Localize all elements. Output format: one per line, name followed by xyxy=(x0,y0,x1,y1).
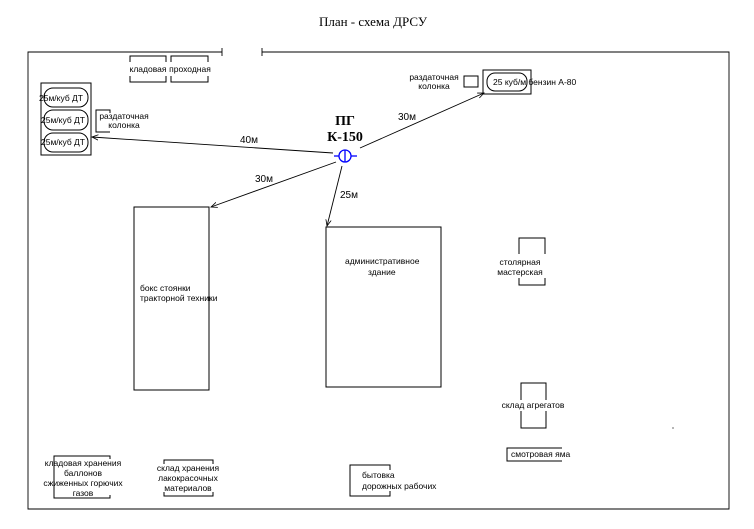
label: колонка xyxy=(108,120,140,130)
label: склад хранения xyxy=(157,463,220,473)
label: бокс стоянки xyxy=(140,283,191,293)
label: 25 куб/м бензин А-80 xyxy=(493,77,577,87)
diesel-tanks: 25м/куб ДТ 25м/куб ДТ 25м/куб ДТ xyxy=(39,82,92,156)
label: смотровая яма xyxy=(511,449,571,459)
dispenser-left: раздаточная колонка xyxy=(95,109,149,133)
label: тракторной техники xyxy=(140,293,218,303)
label: сжиженных горючих xyxy=(43,478,123,488)
label: колонка xyxy=(418,81,450,91)
label: ПГ xyxy=(335,114,355,129)
units-store: склад агрегатов xyxy=(502,382,565,429)
tractor-parking-box: бокс стоянки тракторной техники xyxy=(133,206,218,391)
label: баллонов xyxy=(64,468,103,478)
storeroom: кладовая xyxy=(129,55,167,83)
workers-room: бытовка дорожных рабочих xyxy=(349,464,437,497)
label: мастерская xyxy=(497,267,543,277)
petrol-tank: 25 куб/м бензин А-80 xyxy=(482,69,577,95)
label: раздаточная xyxy=(99,111,149,121)
fire-hydrant-pg-k150: ПГ К-150 xyxy=(327,114,363,163)
gas-cylinder-store: кладовая хранения баллонов сжиженных гор… xyxy=(43,455,123,499)
label: кладовая хранения xyxy=(45,458,122,468)
dispenser-right: раздаточная колонка xyxy=(409,72,479,91)
label: дорожных рабочих xyxy=(362,481,437,491)
line-to-dt xyxy=(92,137,334,154)
dist-admin: 25м xyxy=(340,190,358,201)
dist-box: 30м xyxy=(255,174,273,185)
label: газов xyxy=(73,488,94,498)
label: столярная xyxy=(500,257,541,267)
checkpoint: проходная xyxy=(169,55,211,83)
label: здание xyxy=(368,267,396,277)
dt-tank-2: 25м/куб ДТ xyxy=(41,115,85,125)
line-to-box xyxy=(211,161,337,207)
admin-building: административное здание xyxy=(325,226,442,388)
label: проходная xyxy=(169,64,211,74)
dot-mark xyxy=(672,427,674,429)
plan-title: План - схема ДРСУ xyxy=(319,14,428,29)
dist-dt: 40м xyxy=(240,135,258,146)
label: лакокрасочных xyxy=(158,473,219,483)
label: кладовая xyxy=(130,64,167,74)
dt-tank-3: 25м/куб ДТ xyxy=(41,137,85,147)
site-fence xyxy=(27,48,730,510)
inspection-pit: смотровая яма xyxy=(506,447,571,462)
label: раздаточная xyxy=(409,72,459,82)
dist-petrol: 30м xyxy=(398,112,416,123)
distance-lines: 40м 30м 25м 30м xyxy=(92,93,484,226)
carpentry-workshop: столярная мастерская xyxy=(497,237,546,286)
label: административное xyxy=(345,256,420,266)
label: склад агрегатов xyxy=(502,400,565,410)
paint-store: склад хранения лакокрасочных материалов xyxy=(157,459,220,497)
label: К-150 xyxy=(327,130,363,145)
label: бытовка xyxy=(362,470,395,480)
line-to-admin xyxy=(327,165,343,226)
dt-tank-1: 25м/куб ДТ xyxy=(39,93,83,103)
label: материалов xyxy=(164,483,212,493)
line-to-petrol xyxy=(359,93,484,149)
